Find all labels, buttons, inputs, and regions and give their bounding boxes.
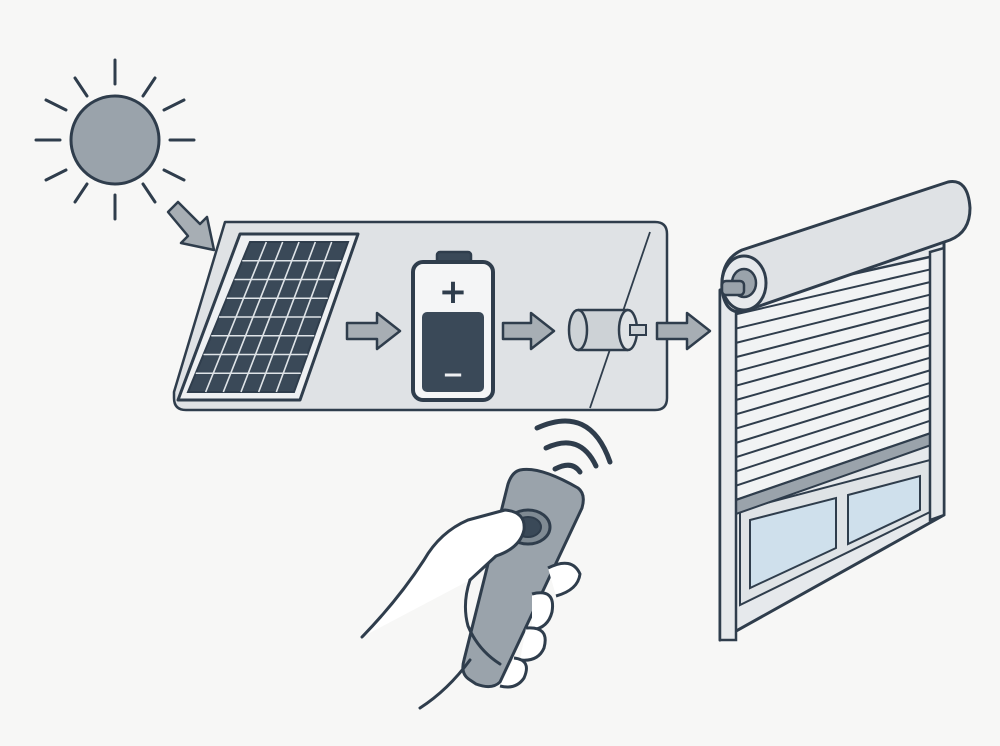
sun-icon — [34, 58, 196, 221]
hand-icon — [360, 508, 582, 710]
battery-plus-label: + — [439, 272, 468, 312]
remote-control-icon — [360, 418, 613, 710]
shutter-slat — [735, 330, 935, 387]
shutter-slat — [735, 393, 935, 459]
motor-icon — [567, 308, 647, 352]
arrow-motor-to-shutter — [655, 311, 712, 351]
arrow-sun-to-panel — [166, 200, 216, 252]
shutter-slat — [735, 368, 935, 430]
shutter-slat — [735, 317, 935, 373]
battery-icon: + − — [411, 250, 495, 402]
roller-shutter-icon — [718, 180, 972, 642]
shutter-slat — [735, 343, 935, 401]
shutter-slat — [735, 355, 935, 416]
battery-minus-label: − — [442, 360, 464, 390]
shutter-slat — [735, 405, 935, 473]
shutter-slat — [735, 305, 935, 359]
solar-panel-icon — [176, 232, 360, 402]
shutter-slat — [735, 418, 935, 487]
shutter-slat — [735, 380, 935, 444]
shutter-slat — [735, 280, 935, 330]
shutter-slat — [735, 267, 935, 316]
arrow-battery-to-motor — [501, 311, 556, 351]
wireless-signal-icon — [534, 418, 613, 475]
arrow-panel-to-battery — [345, 311, 402, 351]
shutter-slat — [735, 292, 935, 344]
